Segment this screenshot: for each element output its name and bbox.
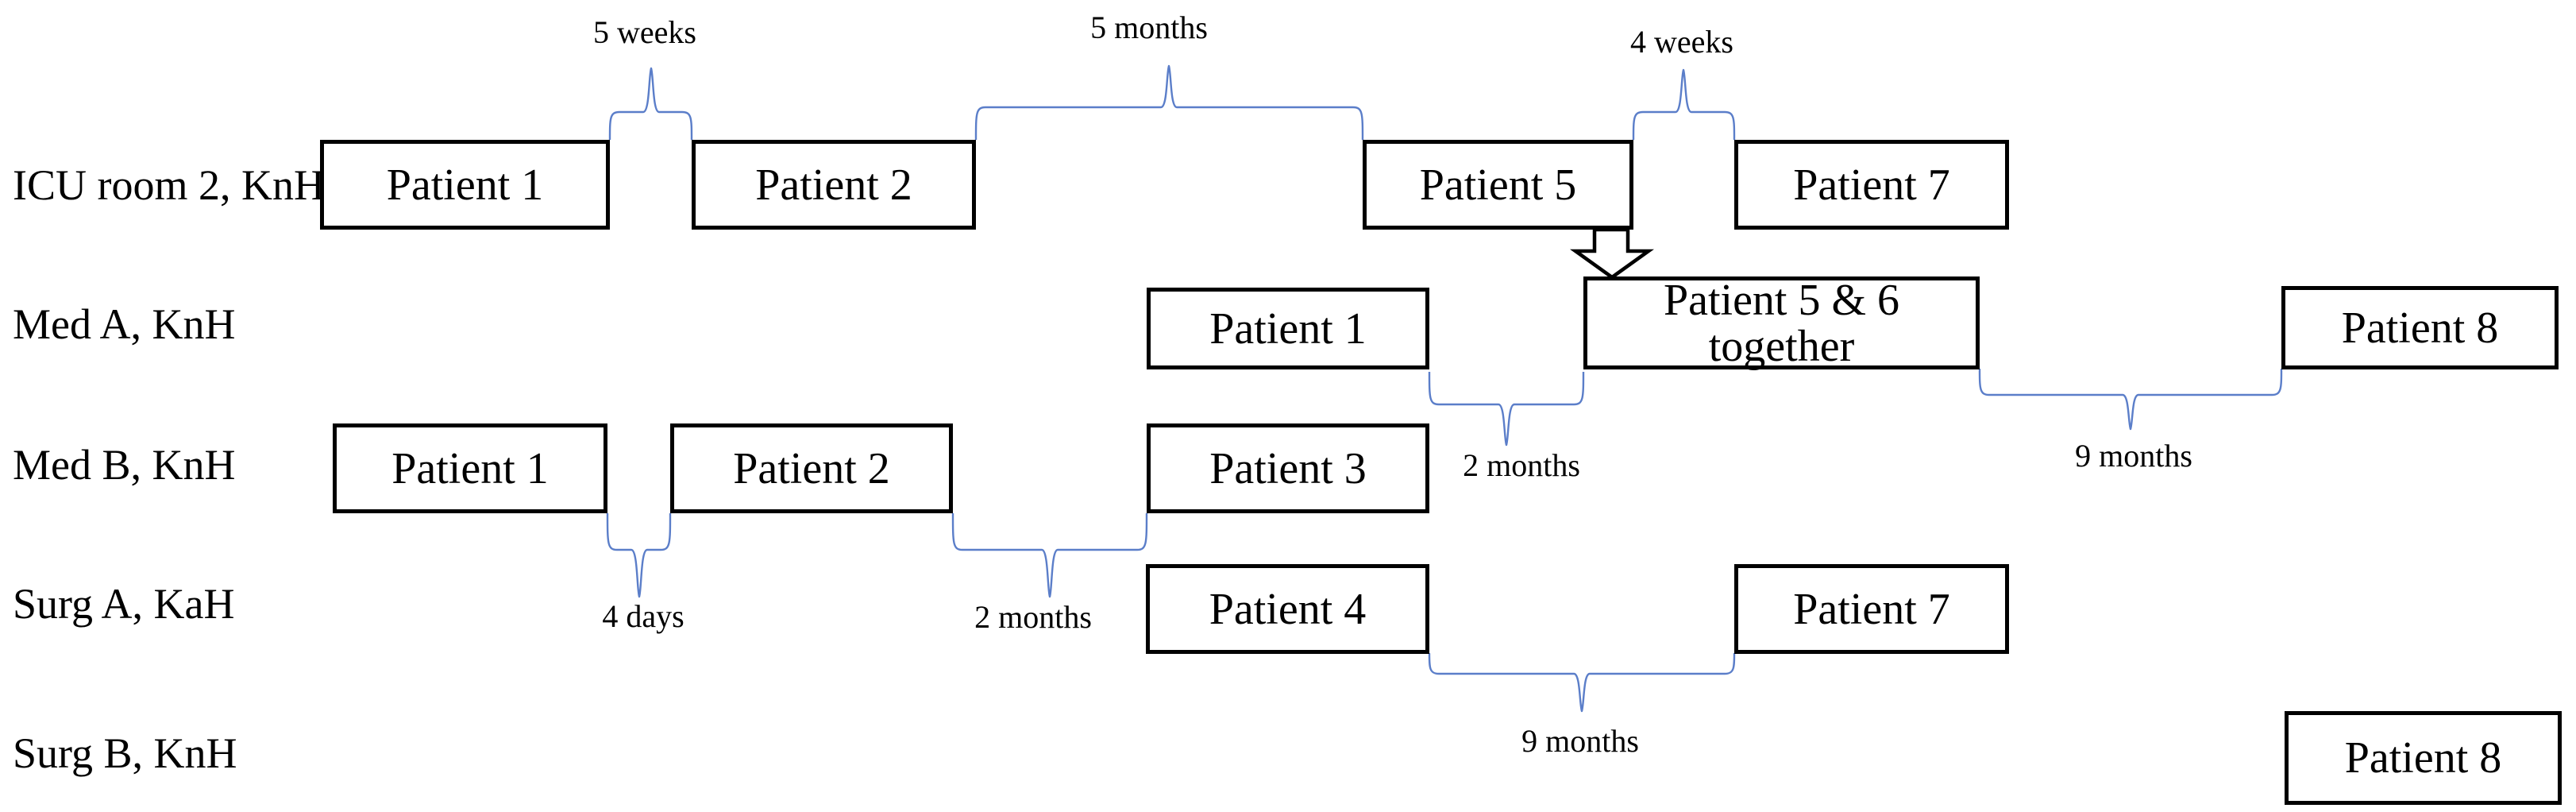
box-med-a-patient-1: Patient 1 [1147, 288, 1429, 369]
box-icu-patient-1: Patient 1 [320, 140, 610, 230]
box-label: Patient 8 [2341, 303, 2499, 353]
box-label: Patient 8 [2344, 733, 2502, 783]
box-label: Patient 5 [1419, 160, 1577, 210]
row-label-med-a: Med A, KnH [13, 300, 236, 348]
box-med-a-patient-5-6-together: Patient 5 & 6 together [1583, 276, 1980, 369]
box-surg-b-patient-8: Patient 8 [2285, 711, 2562, 805]
row-label-surg-b: Surg B, KnH [13, 729, 237, 777]
box-label: Patient 1 [1209, 304, 1367, 354]
brace-2-months-med-a [1428, 371, 1585, 447]
duration-5-months: 5 months [1090, 10, 1208, 45]
box-label: Patient 1 [386, 160, 544, 210]
box-label: Patient 7 [1793, 584, 1950, 634]
row-label-surg-a: Surg A, KaH [13, 580, 235, 628]
box-surg-a-patient-4: Patient 4 [1146, 564, 1429, 654]
duration-2-months-med-a: 2 months [1463, 447, 1580, 483]
brace-5-weeks [608, 67, 693, 141]
row-label-icu-room-2: ICU room 2, KnH [13, 161, 325, 209]
brace-9-months-med-a [1978, 368, 2283, 431]
box-icu-patient-7: Patient 7 [1734, 140, 2009, 230]
box-label: Patient 3 [1209, 443, 1367, 493]
brace-9-months-surg-a [1428, 652, 1736, 713]
duration-5-weeks: 5 weeks [593, 14, 696, 50]
box-med-b-patient-3: Patient 3 [1147, 423, 1429, 513]
duration-4-weeks: 4 weeks [1630, 24, 1733, 60]
box-label: Patient 2 [733, 443, 890, 493]
row-label-med-b: Med B, KnH [13, 441, 236, 489]
transfer-arrow-icon [1570, 227, 1654, 280]
box-icu-patient-2: Patient 2 [692, 140, 976, 230]
brace-2-months-med-b [951, 512, 1148, 598]
box-label: Patient 7 [1793, 160, 1950, 210]
box-label-line-2: together [1708, 321, 1855, 371]
duration-2-months-med-b: 2 months [974, 599, 1092, 635]
box-label: Patient 4 [1209, 584, 1367, 634]
box-med-b-patient-2: Patient 2 [670, 423, 953, 513]
box-label: Patient 5 & 6 together [1664, 277, 1899, 369]
duration-9-months-surg-a: 9 months [1521, 723, 1639, 759]
box-label: Patient 2 [755, 160, 912, 210]
brace-5-months [974, 64, 1364, 141]
box-med-b-patient-1: Patient 1 [333, 423, 607, 513]
brace-4-weeks [1632, 68, 1736, 141]
brace-4-days [606, 512, 672, 598]
box-surg-a-patient-7: Patient 7 [1734, 564, 2009, 654]
box-label: Patient 1 [391, 443, 549, 493]
box-icu-patient-5: Patient 5 [1363, 140, 1633, 230]
duration-4-days: 4 days [602, 598, 684, 634]
duration-9-months-med-a: 9 months [2075, 438, 2192, 474]
box-label-line-1: Patient 5 & 6 [1663, 275, 1900, 325]
box-med-a-patient-8: Patient 8 [2281, 286, 2559, 369]
